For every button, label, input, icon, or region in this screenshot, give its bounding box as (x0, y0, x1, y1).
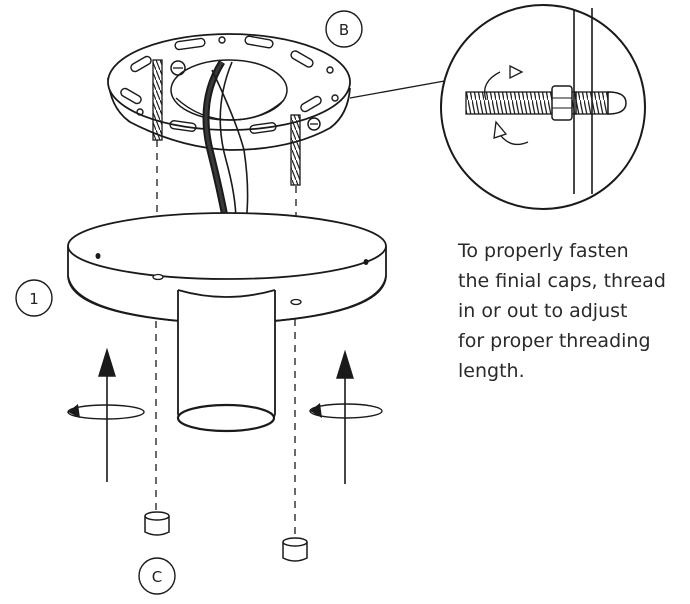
finial-cap-left (144, 511, 170, 536)
rotate-arrow-right (309, 349, 383, 484)
instruction-line-5: length. (458, 360, 525, 382)
mounting-bracket (107, 33, 351, 151)
finial-cap-right (282, 537, 308, 562)
instruction-text: To properly fasten the finial caps, thre… (458, 236, 683, 386)
instruction-line-4: for proper threading (458, 330, 651, 352)
canopy (67, 212, 387, 325)
instruction-line-3: in or out to adjust (458, 300, 628, 322)
label-c: C (138, 557, 176, 595)
callout-leader (349, 79, 451, 99)
socket-cup (176, 289, 276, 433)
svg-text:C: C (152, 568, 162, 586)
threaded-rod-right (290, 114, 301, 186)
detail-magnifier (440, 4, 646, 210)
wires (202, 60, 249, 223)
label-1: 1 (15, 279, 53, 317)
label-b: B (325, 10, 363, 48)
svg-text:1: 1 (29, 290, 39, 308)
threaded-rod-left (152, 59, 163, 141)
svg-text:B: B (339, 21, 349, 39)
instruction-line-2: the finial caps, thread (458, 270, 666, 292)
instruction-line-1: To properly fasten (458, 240, 629, 262)
rotate-arrow-left (67, 347, 145, 482)
